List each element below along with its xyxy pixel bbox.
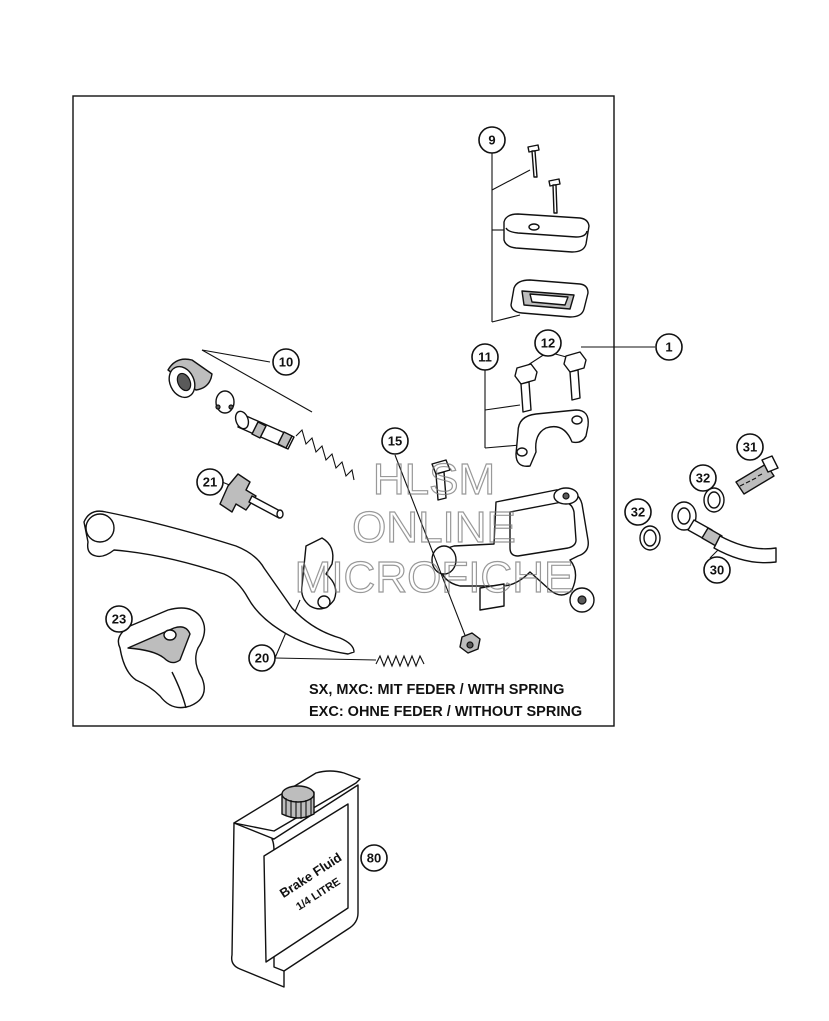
lever-cover-group (117, 607, 206, 709)
callout-80-label: 80 (367, 851, 381, 866)
watermark-line-3: MICROFICHE (295, 553, 574, 602)
screw-nut-group (394, 454, 481, 654)
callout-23-label: 23 (112, 612, 126, 627)
callout-10: 10 (272, 348, 300, 376)
callout-12-label: 12 (541, 336, 555, 351)
watermark-line-2: ONLINE (352, 503, 516, 552)
callout-11: 11 (471, 343, 499, 371)
callout-80: 80 (360, 844, 388, 872)
note-line-1: SX, MXC: MIT FEDER / WITH SPRING (309, 682, 564, 698)
assembly-frame (72, 95, 615, 727)
callout-32-lower-label: 32 (631, 505, 645, 520)
callout-9-label: 9 (488, 133, 495, 148)
reservoir-cover-group (491, 144, 590, 323)
callout-11-label: 11 (478, 350, 492, 365)
master-cylinder-body (431, 346, 655, 613)
callout-15: 15 (381, 427, 409, 455)
brake-lever-group (83, 510, 425, 668)
callout-30: 30 (703, 556, 731, 584)
callout-31: 31 (736, 433, 764, 461)
callout-20: 20 (248, 644, 276, 672)
callout-32-upper: 32 (689, 464, 717, 492)
callout-21: 21 (196, 468, 224, 496)
piston-set-group (167, 349, 355, 481)
callout-10-label: 10 (279, 355, 293, 370)
brake-fluid-bottle: Brake Fluid 1/4 LITRE (230, 770, 361, 988)
callout-15-label: 15 (388, 434, 402, 449)
callout-30-label: 30 (710, 563, 724, 578)
watermark: HLSM ONLINE MICROFICHE (294, 454, 574, 602)
callout-1-label: 1 (665, 340, 672, 355)
callout-31-label: 31 (743, 440, 757, 455)
callout-32-upper-label: 32 (696, 471, 710, 486)
callout-32-lower: 32 (624, 498, 652, 526)
callout-1: 1 (655, 333, 683, 361)
callout-9: 9 (478, 126, 506, 154)
adjuster-group (219, 473, 284, 519)
brake-hose-group (639, 455, 779, 564)
callout-23: 23 (105, 605, 133, 633)
watermark-line-1: HLSM (373, 455, 495, 504)
callout-21-label: 21 (203, 475, 217, 490)
clamp-group (484, 351, 589, 467)
callout-12: 12 (534, 329, 562, 357)
callout-20-label: 20 (255, 651, 269, 666)
note-line-2: EXC: OHNE FEDER / WITHOUT SPRING (309, 704, 582, 720)
